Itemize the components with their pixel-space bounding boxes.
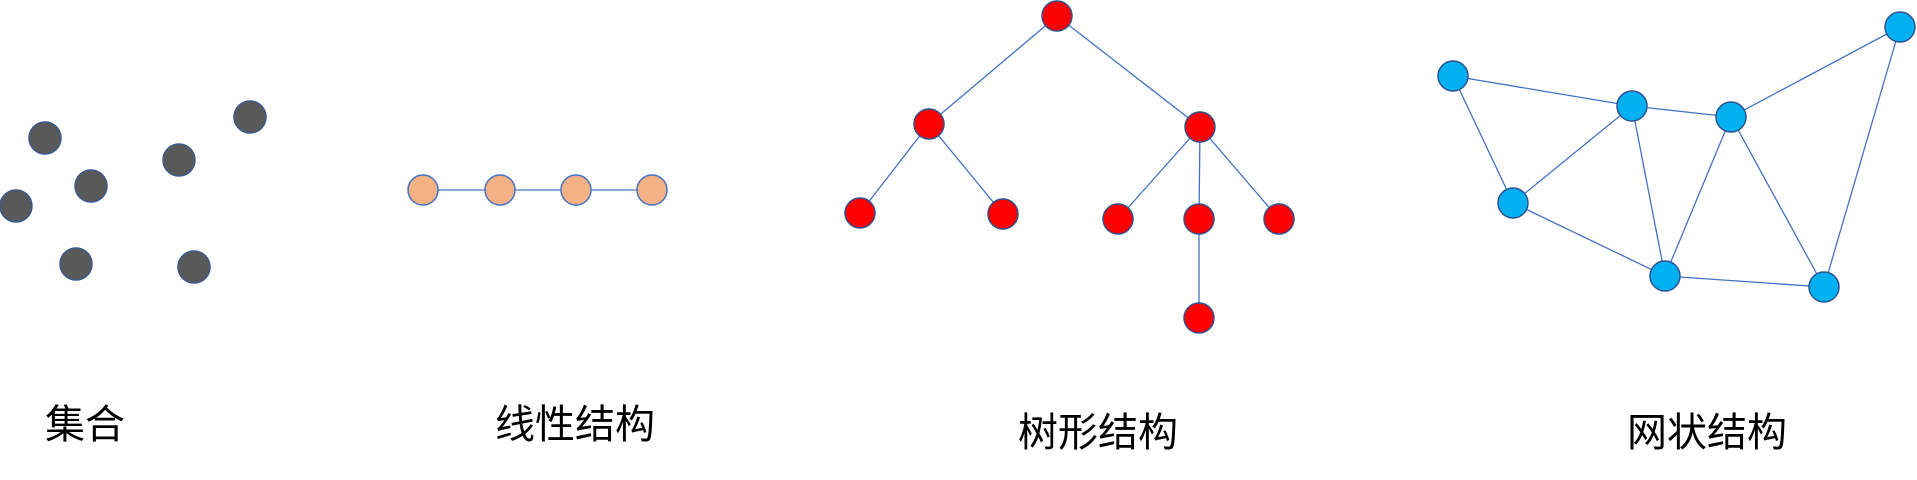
set-node [0, 189, 33, 223]
caption-linear: 线性结构 [495, 402, 655, 448]
linear-structure-diagram [407, 174, 668, 206]
linear-node [560, 174, 592, 206]
set-node [233, 100, 267, 134]
graph-edge [1631, 105, 1732, 118]
set-node [59, 247, 93, 281]
tree-node [1041, 0, 1073, 32]
graph-edge [1823, 26, 1901, 288]
graph-node [1497, 187, 1529, 219]
tree-edge [928, 15, 1058, 125]
graph-edge [1512, 202, 1666, 277]
tree-structure-diagram [844, 0, 1295, 334]
tree-node [1183, 203, 1215, 235]
graph-edge [1730, 116, 1825, 288]
set-node [177, 250, 211, 284]
linear-node [407, 174, 439, 206]
tree-node [913, 108, 945, 140]
tree-node [1183, 302, 1215, 334]
graph-node [1616, 90, 1648, 122]
caption-tree: 树形结构 [1018, 410, 1178, 456]
tree-node [1263, 203, 1295, 235]
graph-edge [1512, 105, 1633, 204]
graph-edge [1452, 75, 1633, 107]
tree-edge [1117, 126, 1201, 220]
linear-node [484, 174, 516, 206]
tree-edge [859, 123, 930, 214]
tree-node [987, 198, 1019, 230]
graph-edge [1730, 26, 1901, 118]
set-node [28, 121, 62, 155]
graph-node [1649, 260, 1681, 292]
tree-node [1184, 111, 1216, 143]
graph-node [1437, 60, 1469, 92]
graph-node [1808, 271, 1840, 303]
set-diagram [0, 100, 267, 284]
graph-node [1715, 101, 1747, 133]
caption-graph: 网状结构 [1627, 410, 1787, 456]
linear-node [636, 174, 668, 206]
graph-node [1884, 11, 1916, 43]
tree-node [844, 197, 876, 229]
set-node [74, 169, 108, 203]
graph-edge [1452, 75, 1514, 204]
tree-edge [928, 123, 1004, 215]
set-node [162, 143, 196, 177]
tree-edge [1056, 15, 1201, 128]
tree-edge [1199, 126, 1280, 220]
caption-set: 集合 [45, 402, 125, 448]
graph-edge [1664, 116, 1732, 277]
graph-edge [1664, 275, 1825, 288]
graph-edge [1631, 105, 1666, 277]
graph-structure-diagram [1437, 11, 1916, 303]
tree-node [1102, 203, 1134, 235]
